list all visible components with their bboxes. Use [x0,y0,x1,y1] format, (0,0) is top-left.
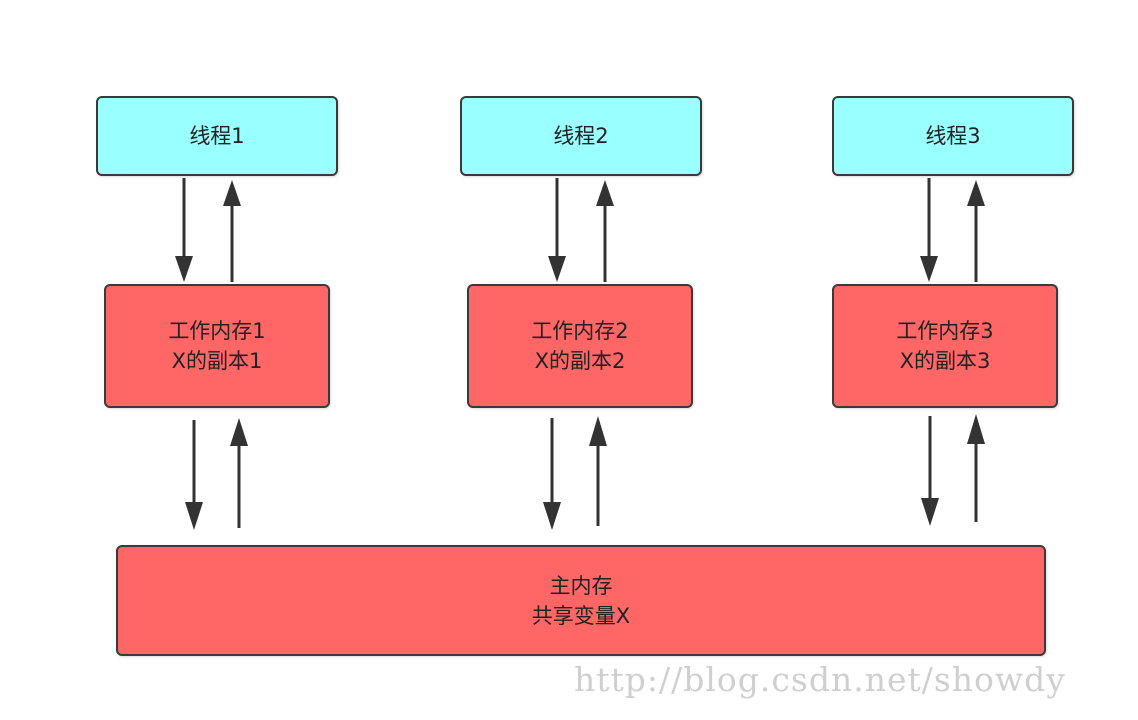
copy-label: X的副本2 [534,349,626,373]
main-memory-node: 主内存 共享变量X [116,545,1046,656]
working-memory-node-2: 工作内存2 X的副本2 [467,284,693,408]
shared-variable-label: 共享变量X [531,603,631,628]
working-memory-title: 工作内存2 [531,319,629,343]
main-memory-title: 主内存 [549,573,613,598]
copy-label: X的副本3 [899,349,991,373]
arrowhead-down [543,502,561,530]
thread-node-3: 线程3 [832,96,1074,176]
working-memory-title: 工作内存1 [168,319,266,343]
arrowhead-up [596,180,614,206]
thread-node-1: 线程1 [96,96,338,176]
arrowhead-down [548,256,566,282]
arrowhead-down [921,498,939,526]
arrowhead-up [223,180,241,206]
arrowhead-down [920,256,938,282]
working-memory-node-3: 工作内存3 X的副本3 [832,284,1058,408]
thread-node-2: 线程2 [460,96,702,176]
arrowhead-up [589,416,607,446]
watermark: http://blog.csdn.net/showdy [574,660,1066,699]
thread-label: 线程2 [553,124,609,148]
copy-label: X的副本1 [171,349,263,373]
arrowhead-up [967,180,985,206]
arrowhead-up [230,418,248,446]
arrowhead-down [175,256,193,282]
working-memory-node-1: 工作内存1 X的副本1 [104,284,330,408]
working-memory-title: 工作内存3 [896,319,994,343]
thread-label: 线程1 [189,124,245,148]
thread-label: 线程3 [925,124,981,148]
arrowhead-up [967,414,985,444]
arrowhead-down [185,502,203,530]
